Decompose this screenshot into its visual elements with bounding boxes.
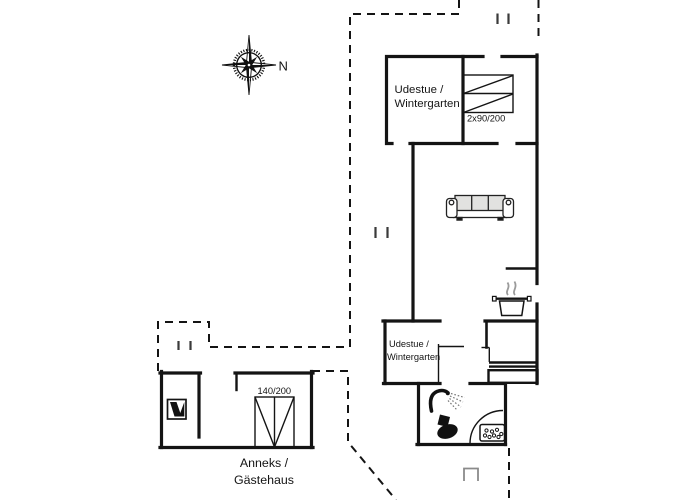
washbasin-icon (479, 423, 506, 442)
twin-bed-diagonal-1 (463, 74, 514, 95)
pot-handle-left (491, 295, 497, 302)
pot-body (498, 300, 525, 317)
shower-head (445, 391, 450, 396)
shower-arm (428, 388, 450, 413)
cooking-pot-icon (491, 281, 532, 317)
room-label-conservatory-lower-line2: Wintergarten (387, 352, 440, 362)
main-house-walls (381, 53, 539, 447)
sofa-icon (445, 194, 515, 221)
pot-handle-right (526, 295, 532, 302)
toilet-bowl (437, 424, 458, 439)
shower-spray (447, 392, 465, 411)
sofa-arm-curl-left (448, 199, 455, 206)
boundary-dashed-left (157, 0, 460, 371)
sofa-back (454, 194, 506, 212)
sofa-cushion-dividers (471, 195, 489, 211)
room-label-conservatory-top-line2: Wintergarten (395, 98, 460, 110)
double-bed-diagonal-1 (254, 396, 276, 448)
sofa-seat (452, 209, 508, 219)
interior-thin-lines (437, 344, 490, 383)
twin-bed-icon (462, 74, 514, 114)
post-marker (463, 467, 479, 481)
kitchen-counter (487, 361, 539, 385)
double-bed-diagonal-2 (273, 396, 295, 448)
sofa-foot-left (456, 216, 463, 221)
annex-label-line2: Gästehaus (234, 473, 294, 487)
annex-label-line1: Anneks / (240, 456, 289, 470)
twin-bed-diagonal-2 (463, 93, 514, 114)
wall-top-room-left-top (384, 54, 485, 146)
wardrobe-wedge-2 (179, 402, 185, 417)
room-label-conservatory-top-line1: Udestue / (395, 84, 445, 96)
compass-rose-icon: N (221, 34, 288, 96)
compass-star-dark-halves (222, 35, 276, 95)
steam-icon (506, 281, 517, 296)
counter-block (487, 369, 539, 385)
toilet-tank (437, 414, 450, 427)
window-tick-marks (177, 13, 510, 350)
door-swing-arc (469, 409, 504, 444)
washbasin-dots (482, 427, 504, 440)
bed-size-label-twin: 2x90/200 (467, 114, 505, 124)
wardrobe-icon (166, 398, 187, 420)
sofa-foot-right (497, 216, 504, 221)
compass-center-dot (247, 63, 251, 67)
boundary-dashed-outline (157, 0, 540, 500)
bed-size-label-double: 140/200 (258, 386, 292, 396)
boundary-dashed-annex-right (312, 370, 397, 500)
toilet-icon (437, 414, 458, 439)
shower-icon (428, 388, 465, 413)
wardrobe-wedge-1 (170, 402, 182, 417)
sofa-arm-curl-right (505, 199, 512, 206)
double-bed-icon (254, 396, 295, 448)
room-label-conservatory-lower-line1: Udestue / (389, 339, 429, 349)
compass-north-label: N (279, 59, 288, 74)
